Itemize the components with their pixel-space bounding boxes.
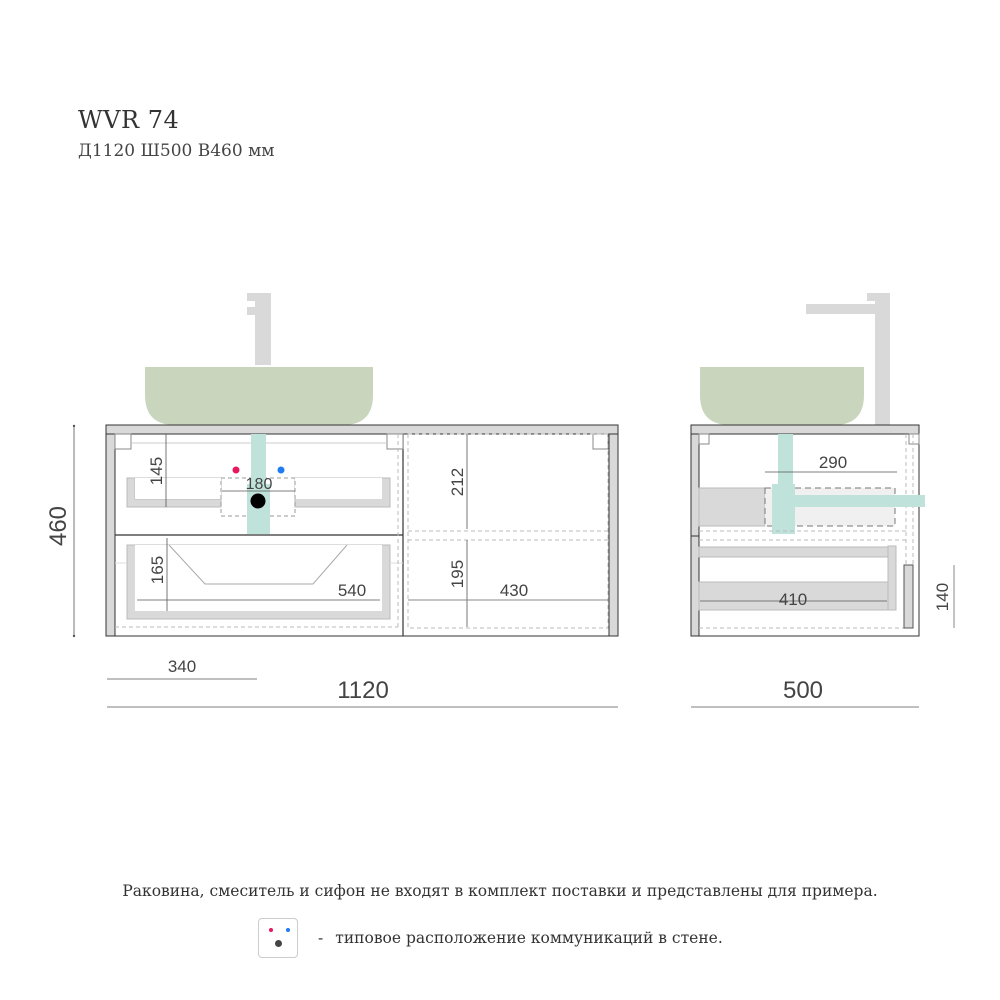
dim-500: 500 (783, 677, 823, 704)
front-view: 145 180 165 540 212 195 430 460 (45, 293, 619, 708)
dim-410: 410 (779, 590, 807, 609)
legend-text: типовое расположение коммуникаций в стен… (335, 929, 723, 947)
dim-212: 212 (448, 468, 467, 496)
dim-430: 430 (500, 581, 528, 600)
handle (903, 564, 914, 629)
hot-water-icon (269, 928, 273, 932)
faucet-side (806, 293, 890, 425)
dim-145: 145 (147, 457, 166, 485)
sink-side (700, 367, 864, 425)
dim-1120: 1120 (337, 677, 389, 704)
dim-180: 180 (246, 476, 273, 493)
hot-water-dot (232, 466, 240, 474)
cold-water-dot (277, 466, 285, 474)
legend-dash: - (318, 929, 324, 947)
product-dimensions: Д1120 Ш500 В460 мм (78, 141, 275, 161)
side-view: 290 410 140 500 (690, 293, 955, 708)
dim-290: 290 (819, 453, 847, 472)
dim-540: 540 (338, 581, 366, 600)
dim-140: 140 (933, 583, 952, 611)
dim-195: 195 (448, 560, 467, 588)
countertop-front (105, 424, 619, 435)
product-title: WVR 74 (78, 106, 180, 134)
dim-340: 340 (168, 657, 196, 676)
dim-460: 460 (45, 506, 72, 546)
legend: - типовое расположение коммуникаций в ст… (258, 918, 723, 958)
drain-icon (275, 940, 282, 947)
cold-water-icon (286, 928, 290, 932)
drain-dot (250, 493, 266, 509)
faucet-front (247, 293, 271, 365)
sink-front (145, 367, 373, 425)
utilities-icon (258, 918, 298, 958)
disclaimer-note: Раковина, смеситель и сифон не входят в … (122, 882, 878, 900)
dim-165: 165 (148, 556, 167, 584)
